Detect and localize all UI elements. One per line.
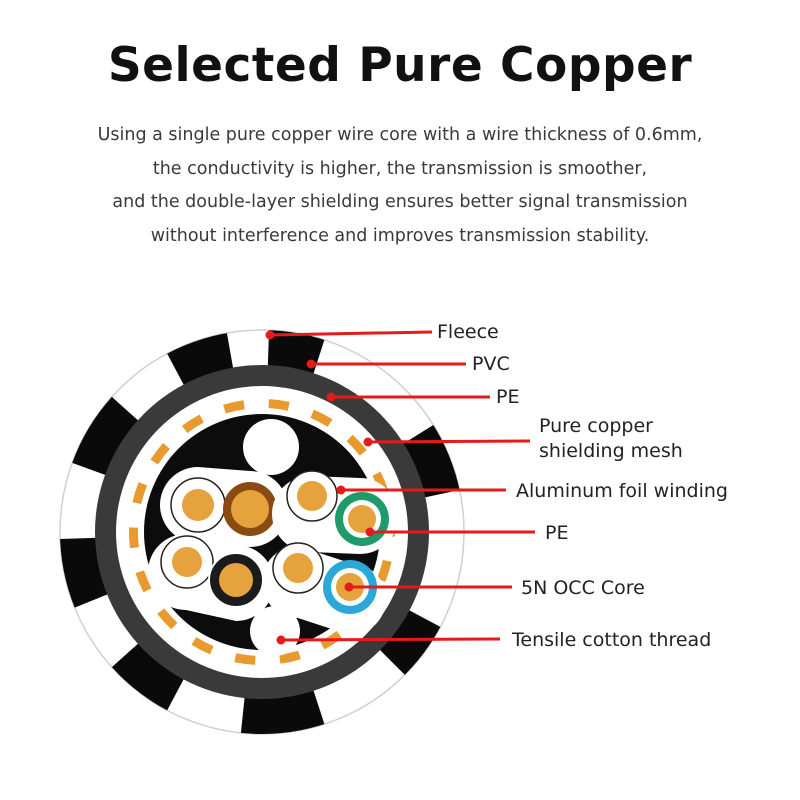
label-thread: Tensile cotton thread (511, 629, 711, 651)
leader-lines (265, 330, 535, 645)
shield-dash (157, 608, 178, 630)
fleece-block (377, 608, 448, 681)
shield-dash (346, 434, 367, 456)
shield-dash (376, 559, 392, 582)
description-line: the conductivity is higher, the transmis… (152, 158, 648, 179)
leader-thread (280, 637, 501, 642)
shield-dash (181, 414, 204, 433)
label-pvc: PVC (472, 353, 510, 375)
shield-dash (310, 409, 333, 427)
leader-fleece (269, 330, 433, 337)
label-foil: Aluminum foil winding (516, 480, 728, 502)
shield-dash (223, 400, 245, 414)
cotton-thread-bottom (250, 606, 300, 656)
shield-dash (268, 399, 290, 411)
shield-dash (135, 570, 152, 593)
label-pe-inner: PE (545, 522, 568, 544)
shield-dash (129, 527, 139, 549)
wire-pair-1 (160, 467, 288, 547)
copper-shielding-mesh (129, 399, 395, 665)
wire-pair-2 (272, 470, 398, 554)
fleece-block (105, 641, 186, 718)
shield-dash (191, 637, 214, 655)
wire-pair-4 (262, 542, 386, 635)
description-line: without interference and improves transm… (150, 225, 650, 246)
shield-dash (132, 482, 148, 505)
fleece-block (64, 391, 141, 477)
description-line: and the double-layer shielding ensures b… (112, 192, 688, 212)
description-line: Using a single pure copper wire core wit… (97, 125, 703, 145)
label-pe-outer: PE (496, 386, 519, 408)
description: Using a single pure copper wire core wit… (0, 119, 800, 253)
label-fleece: Fleece (437, 321, 499, 343)
page-title: Selected Pure Copper (107, 38, 693, 93)
shield-dash (279, 650, 301, 664)
cotton-thread-top (243, 419, 299, 475)
fleece-block (240, 687, 327, 734)
wire-pair-3 (148, 534, 274, 621)
label-shield-line1: Pure copper (539, 415, 653, 437)
leader-shield (367, 439, 531, 444)
label-shield-line2: shielding mesh (539, 440, 683, 462)
label-core: 5N OCC Core (521, 577, 645, 599)
shield-dash (234, 653, 256, 665)
shield-dash (150, 443, 170, 465)
